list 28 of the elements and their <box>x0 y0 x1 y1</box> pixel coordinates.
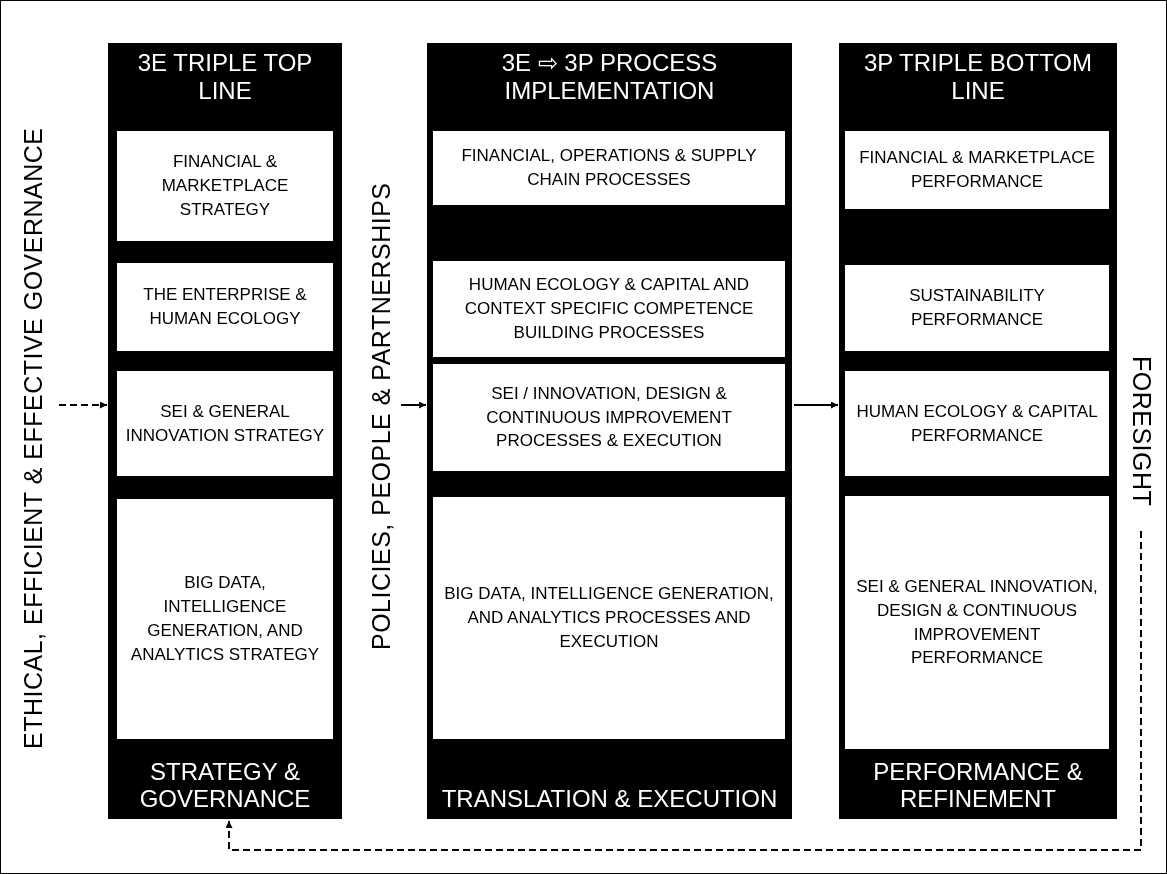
process-box: SEI & GENERAL INNOVATION STRATEGY <box>117 371 333 476</box>
column-footer: TRANSLATION & EXECUTION <box>427 785 792 813</box>
vertical-label: ETHICAL, EFFICIENT & EFFECTIVE GOVERNANCE <box>9 41 57 836</box>
process-box: BIG DATA, INTELLIGENCE GENERATION, AND ANALYTICS PROCESSES AND EXECUTION <box>433 497 785 739</box>
arrow <box>400 401 427 409</box>
column-panel <box>427 43 792 819</box>
process-box: FINANCIAL, OPERATIONS & SUPPLY CHAIN PROCESSES <box>433 131 785 205</box>
arrow <box>793 401 839 409</box>
process-box: HUMAN ECOLOGY & CAPITAL PERFORMANCE <box>845 371 1109 476</box>
process-box: SEI & GENERAL INNOVATION, DESIGN & CONTINUOUS IMPROVEMENT PERFORMANCE <box>845 496 1109 749</box>
process-box: FINANCIAL & MARKETPLACE STRATEGY <box>117 131 333 241</box>
dashed-arrow <box>225 530 1142 851</box>
process-box: HUMAN ECOLOGY & CAPITAL AND CONTEXT SPECIFIC COMPETENCE BUILDING PROCESSES <box>433 261 785 357</box>
vertical-label: POLICIES, PEOPLE & PARTNERSHIPS <box>363 121 399 711</box>
process-box: BIG DATA, INTELLIGENCE GENERATION, AND ANALYTICS STRATEGY <box>117 499 333 739</box>
column-panel <box>839 43 1117 819</box>
dashed-arrow <box>58 401 108 409</box>
process-box: FINANCIAL & MARKETPLACE PERFORMANCE <box>845 131 1109 209</box>
process-box: THE ENTERPRISE & HUMAN ECOLOGY <box>117 263 333 351</box>
vertical-label: FORESIGHT <box>1119 331 1163 531</box>
column-footer: STRATEGY & GOVERNANCE <box>108 757 342 813</box>
column-footer: PERFORMANCE & REFINEMENT <box>839 757 1117 813</box>
process-box: SEI / INNOVATION, DESIGN & CONTINUOUS IMPROVEMENT PROCESSES & EXECUTION <box>433 364 785 471</box>
column-panel <box>108 43 342 819</box>
column-heading: 3P TRIPLE BOTTOM LINE <box>862 49 1094 105</box>
column-heading: 3E ⇨ 3P PROCESS IMPLEMENTATION <box>500 49 719 105</box>
process-box: SUSTAINABILITY PERFORMANCE <box>845 265 1109 351</box>
column-heading: 3E TRIPLE TOP LINE <box>136 49 314 105</box>
